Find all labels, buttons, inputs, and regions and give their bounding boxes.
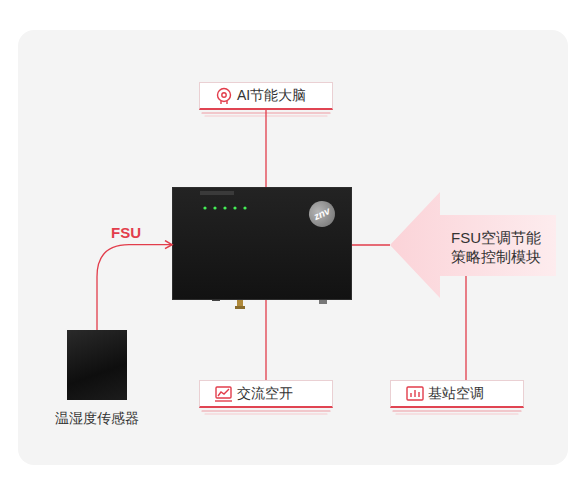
module-label: FSU空调节能 策略控制模块 xyxy=(448,228,544,266)
edge-label: FSU xyxy=(111,224,141,241)
sensor-label: 温湿度传感器 xyxy=(52,410,142,428)
connector-line xyxy=(465,276,466,380)
sensor-body xyxy=(67,330,127,400)
function-box: 交流空开 xyxy=(199,380,333,408)
connector-line xyxy=(265,110,266,187)
arrow-module: FSU空调节能 策略控制模块 xyxy=(390,192,556,298)
device-panel xyxy=(200,191,247,210)
connector-line xyxy=(265,300,266,380)
sensor-device: 温湿度传感器 xyxy=(52,330,142,430)
icons xyxy=(215,89,423,402)
fsu-device: znv xyxy=(172,187,352,300)
function-box: AI节能大脑 xyxy=(199,82,333,110)
brand-logo: znv xyxy=(305,197,340,232)
box-label: AI节能大脑 xyxy=(237,87,306,103)
panel xyxy=(18,30,568,465)
connector-line xyxy=(352,244,390,245)
box-label: 基站空调 xyxy=(428,385,484,401)
arrow-outline xyxy=(390,192,556,298)
function-box: 基站空调 xyxy=(390,380,524,408)
connector-line xyxy=(97,245,172,330)
box-label: 交流空开 xyxy=(237,385,293,401)
